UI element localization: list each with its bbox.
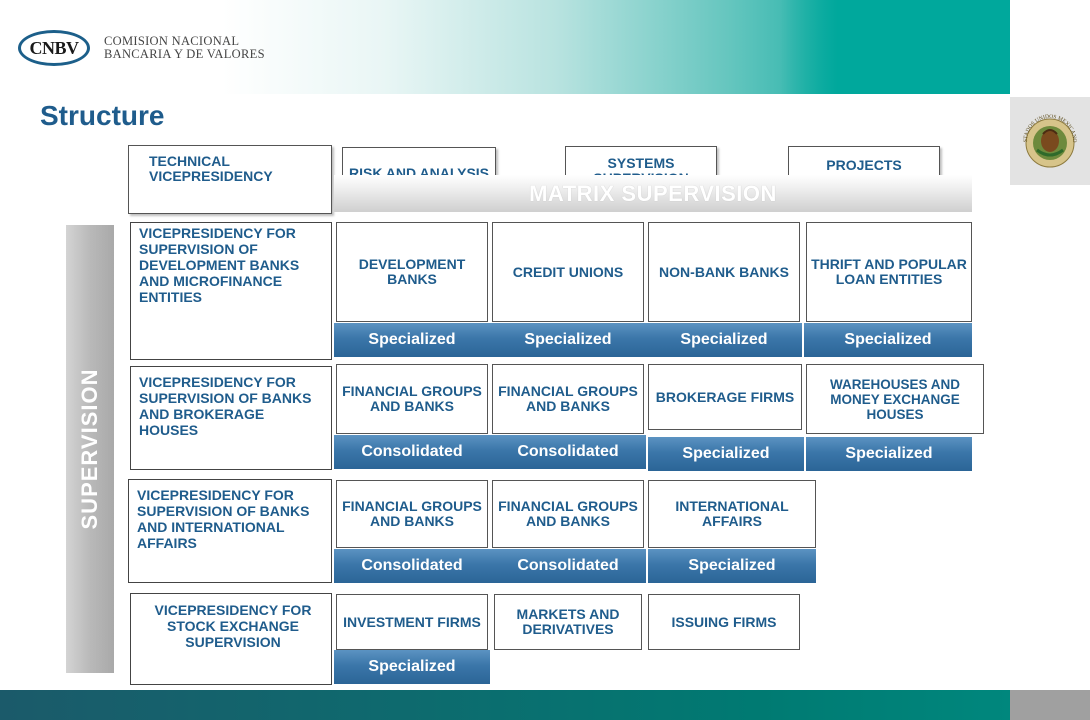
unit-brokerage-firms: BROKERAGE FIRMS: [648, 364, 802, 430]
footer-band: [0, 690, 1010, 720]
tag-specialized: Specialized: [648, 549, 816, 583]
vicepresidency-development-banks: VICEPRESIDENCY FOR SUPERVISION OF DEVELO…: [130, 222, 332, 360]
unit-issuing-firms: ISSUING FIRMS: [648, 594, 800, 650]
supervision-label: SUPERVISION: [77, 368, 102, 530]
logo-line-2: BANCARIA Y DE VALORES: [104, 47, 265, 61]
vicepresidency-stock-exchange: VICEPRESIDENCY FOR STOCK EXCHANGE SUPERV…: [130, 593, 332, 685]
vicepresidency-banks-international: VICEPRESIDENCY FOR SUPERVISION OF BANKS …: [128, 479, 332, 583]
tag-specialized: Specialized: [648, 437, 804, 471]
logo-emblem: CNBV: [18, 30, 90, 66]
tag-specialized: Specialized: [804, 323, 972, 357]
header-band: [0, 0, 1010, 94]
unit-financial-groups-banks: FINANCIAL GROUPS AND BANKS: [492, 480, 644, 548]
unit-warehouses-money-exchange: WAREHOUSES AND MONEY EXCHANGE HOUSES: [806, 364, 984, 434]
logo-line-1: COMISION NACIONAL: [104, 34, 240, 48]
unit-markets-derivatives: MARKETS AND DERIVATIVES: [494, 594, 642, 650]
unit-financial-groups-banks: FINANCIAL GROUPS AND BANKS: [336, 480, 488, 548]
tag-specialized: Specialized: [490, 323, 646, 357]
tag-consolidated: Consolidated: [334, 549, 490, 583]
vicepresidency-banks-brokerage: VICEPRESIDENCY FOR SUPERVISION OF BANKS …: [130, 366, 332, 470]
tag-specialized: Specialized: [646, 323, 802, 357]
technical-vicepresidency-box: TECHNICAL VICEPRESIDENCY: [128, 145, 332, 214]
tag-specialized: Specialized: [334, 323, 490, 357]
cnbv-logo: CNBV COMISION NACIONAL BANCARIA Y DE VAL…: [18, 28, 298, 68]
unit-development-banks: DEVELOPMENT BANKS: [336, 222, 488, 322]
logo-wordmark: COMISION NACIONAL BANCARIA Y DE VALORES: [104, 35, 265, 61]
tag-consolidated: Consolidated: [490, 549, 646, 583]
unit-non-bank-banks: NON-BANK BANKS: [648, 222, 800, 322]
tag-consolidated: Consolidated: [490, 435, 646, 469]
page-title: Structure: [40, 100, 165, 131]
header-band-accent: [780, 0, 1010, 94]
matrix-supervision-band: MATRIX SUPERVISION: [334, 175, 972, 212]
unit-thrift-popular-loan: THRIFT AND POPULAR LOAN ENTITIES: [806, 222, 972, 322]
tag-consolidated: Consolidated: [334, 435, 490, 469]
unit-financial-groups-banks: FINANCIAL GROUPS AND BANKS: [492, 364, 644, 434]
unit-international-affairs: INTERNATIONAL AFFAIRS: [648, 480, 816, 548]
tag-specialized: Specialized: [334, 650, 490, 684]
tag-specialized: Specialized: [806, 437, 972, 471]
unit-financial-groups-banks: FINANCIAL GROUPS AND BANKS: [336, 364, 488, 434]
unit-credit-unions: CREDIT UNIONS: [492, 222, 644, 322]
footer-accent: [1010, 690, 1090, 720]
supervision-band: [66, 225, 114, 673]
unit-investment-firms: INVESTMENT FIRMS: [336, 594, 488, 650]
